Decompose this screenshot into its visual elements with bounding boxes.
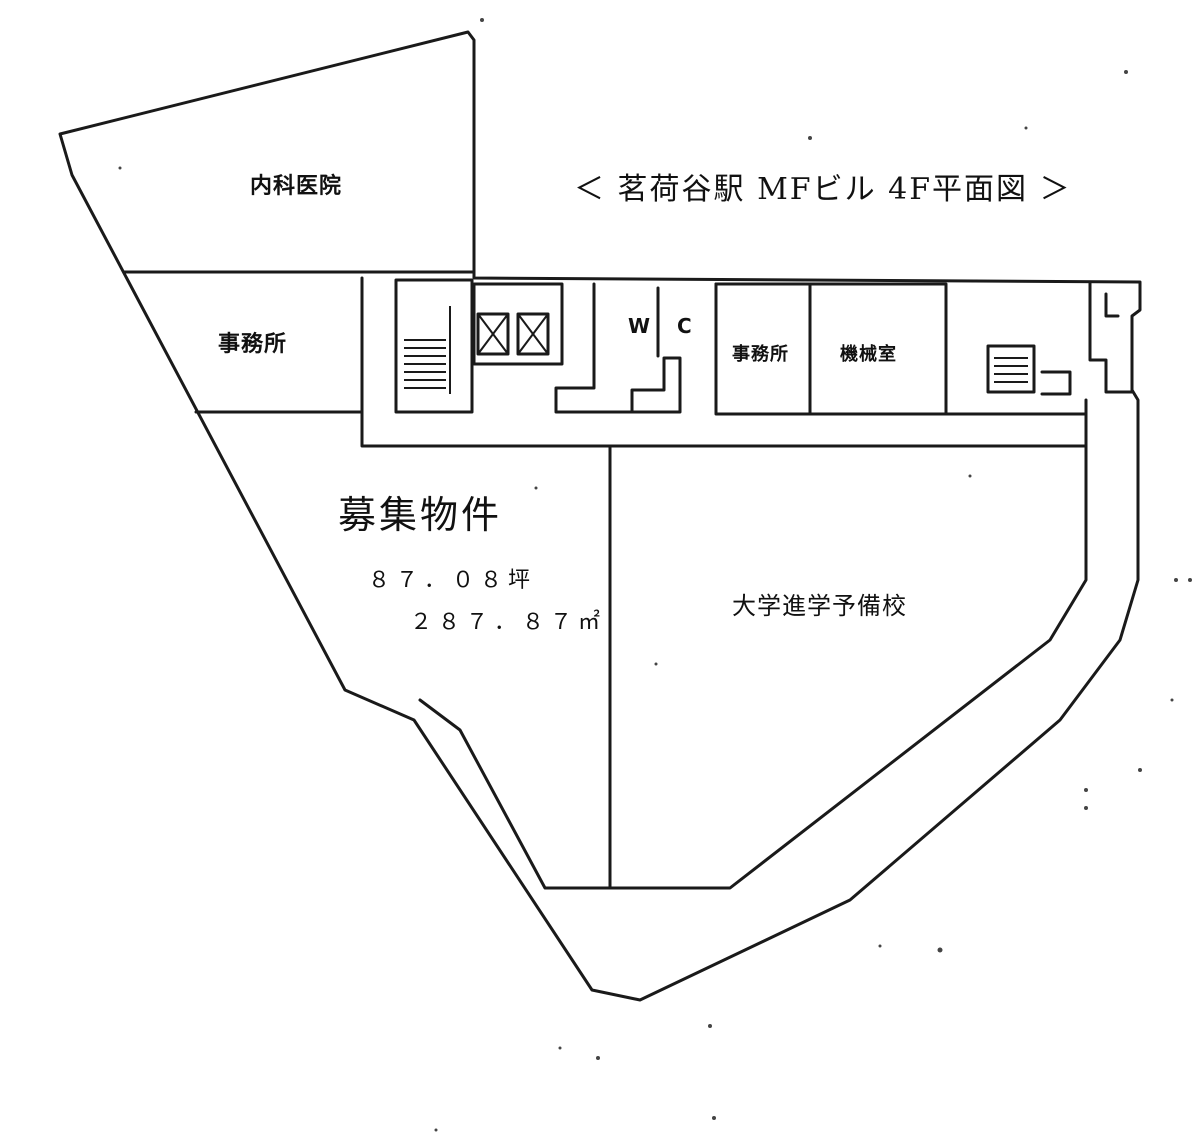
elevator-right-icon — [516, 312, 550, 356]
stair-box — [394, 278, 474, 414]
room-label-wc: W C — [628, 314, 702, 338]
building-outline — [58, 30, 1142, 1002]
vacancy-label: 募集物件 — [338, 493, 503, 537]
room-label-office-center: 事務所 — [732, 344, 789, 365]
room-label-school: 大学進学予備校 — [732, 592, 907, 620]
elevator-left-icon — [476, 312, 510, 356]
stair-treads — [404, 306, 451, 394]
machine-room-box — [808, 282, 948, 416]
vacancy-area-sqm: ２８７．８７㎡ — [410, 610, 607, 635]
core-block — [360, 276, 1088, 448]
vacancy-area-tsubo: ８７．０８坪 — [368, 568, 537, 593]
room-label-clinic: 内科医院 — [250, 174, 343, 199]
wc-block — [554, 282, 682, 414]
stair-right-box — [986, 344, 1036, 394]
stair-right-treads — [994, 357, 1028, 383]
right-pillar — [1088, 280, 1134, 394]
elevator-shaft — [472, 282, 564, 366]
room-label-machine-room: 機械室 — [840, 344, 897, 365]
inner-corridor — [418, 398, 1088, 890]
plan-title: ＜ 茗荷谷駅 MFビル 4F平面図 ＞ — [574, 172, 1072, 207]
room-label-office-left: 事務所 — [218, 332, 288, 357]
